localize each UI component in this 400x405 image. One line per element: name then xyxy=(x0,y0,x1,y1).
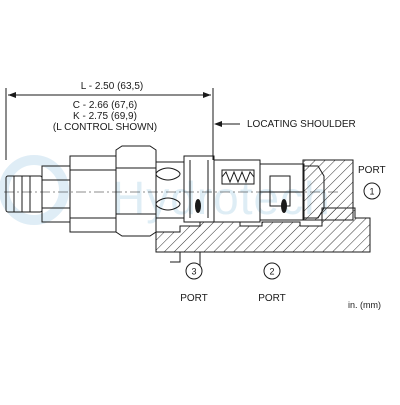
port-3-number: 3 xyxy=(191,267,196,277)
cross-port-holes xyxy=(195,199,287,213)
port-1-callout: PORT 1 xyxy=(358,165,386,200)
valve-body xyxy=(5,145,325,237)
port-1-circle xyxy=(363,182,381,200)
port-3-label: PORT xyxy=(180,293,208,304)
dim-line-k: K - 2.75 (69,9) xyxy=(73,111,137,122)
units-label: in. (mm) xyxy=(348,300,381,310)
port-1-number: 1 xyxy=(369,187,374,197)
dim-line-l: L - 2.50 (63,5) xyxy=(81,81,143,92)
watermark-text: Hydrotech xyxy=(112,172,331,224)
port-2-label: PORT xyxy=(258,293,286,304)
dim-note: (L CONTROL SHOWN) xyxy=(53,122,157,133)
locating-shoulder-leader xyxy=(214,121,240,127)
port-1-label: PORT xyxy=(358,165,386,176)
port-3-circle xyxy=(185,262,203,280)
port-2-callout: 2 PORT xyxy=(258,262,286,304)
dim-line-c: C - 2.66 (67,6) xyxy=(73,100,137,111)
overall-length-dimension xyxy=(5,88,214,160)
locating-shoulder-label: LOCATING SHOULDER xyxy=(247,119,356,130)
manifold-cavity xyxy=(155,159,371,268)
port-2-number: 2 xyxy=(269,267,274,277)
port-2-circle xyxy=(263,262,281,280)
watermark: Hydrotech xyxy=(0,155,331,225)
port-3-callout: 3 PORT xyxy=(180,262,208,304)
